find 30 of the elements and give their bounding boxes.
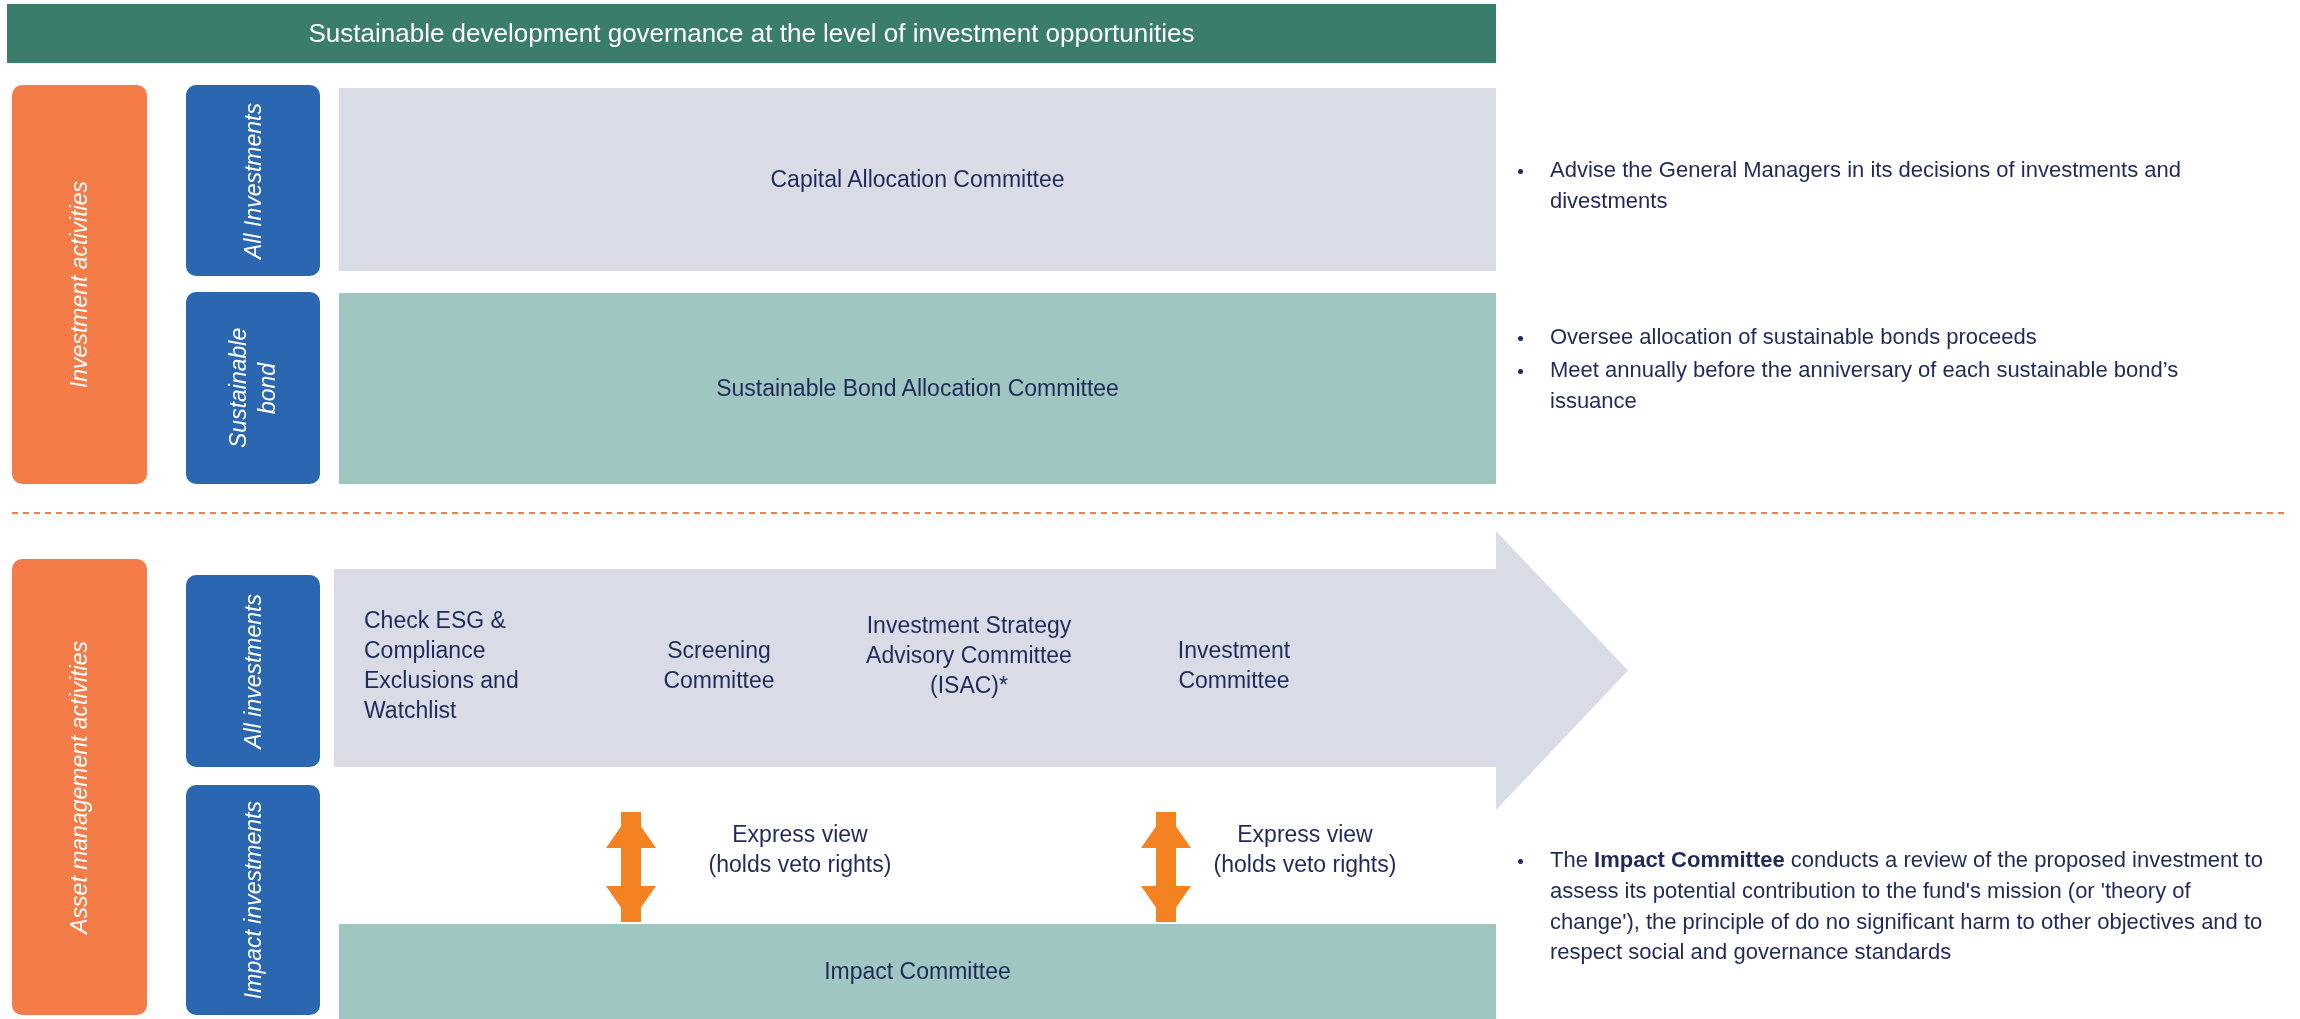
step-label: Investment Committee [1164,621,1304,711]
double-arrow [1141,812,1191,922]
step-label: Screening Committee [654,621,784,711]
double-arrow [606,812,656,922]
committee-box [339,924,1496,1019]
committee-name: Sustainable Bond Allocation Committee [716,373,1119,403]
band-label: Asset management activities [65,640,94,934]
band-label: Investment activities [65,180,94,389]
tab-label: Sustainable bond [224,326,281,451]
committee-box [339,293,1496,484]
category-tab [186,292,320,484]
note-text: Oversee allocation of sustainable bonds proceeds [1550,323,2038,351]
step-label: Investment Strategy Advisory Committee (ISAC)* [854,601,1084,711]
title-banner: Sustainable development governance at the level of investment opportunities [7,4,1496,63]
note-text: Advise the General Managers in its decisions of investments and divestments [1550,156,2182,215]
tab-label: All investments [238,593,267,749]
tab-label: Impact investments [238,800,267,1000]
category-band [12,559,147,1015]
note-text: The Impact Committee conducts a review of the proposed investment to assess its potential contribution to the fund's mission (or 'theory of change'), the principle of do no significant harm to other objectives and to respect social and governance standards [1550,846,2264,967]
committee-name: Impact Committee [824,956,1011,986]
committee-name: Capital Allocation Committee [770,164,1065,194]
category-tab [186,785,320,1015]
tab-label: All Investments [238,102,267,259]
step-label: Check ESG & Compliance Exclusions and Watchlist [364,591,534,741]
category-band [12,85,147,484]
category-tab [186,575,320,767]
committee-box [339,88,1496,271]
category-tab [186,85,320,276]
note-text: Meet annually before the anniversary of each sustainable bond’s issuance [1550,356,2180,415]
process-arrow [334,531,1628,810]
